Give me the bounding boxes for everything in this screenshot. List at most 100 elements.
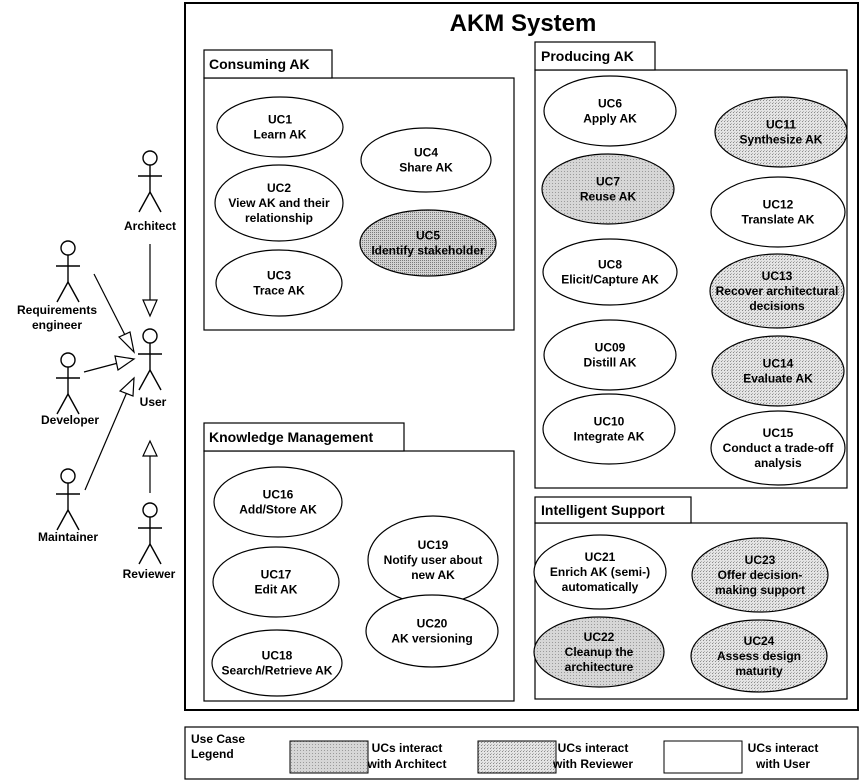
use-case-name: Share AK xyxy=(399,161,453,175)
use-case-ellipse xyxy=(543,319,677,391)
use-case-name: decisions xyxy=(749,299,805,313)
legend-architect-line-2: with Architect xyxy=(367,757,447,771)
package-title: Intelligent Support xyxy=(541,502,665,518)
use-case-ellipse xyxy=(533,534,667,610)
use-case-name: automatically xyxy=(562,580,639,594)
use-case-ellipse xyxy=(690,619,828,693)
actor-label: Maintainer xyxy=(38,530,98,544)
legend-swatch-user xyxy=(663,740,743,774)
use-case-ellipse xyxy=(710,176,846,248)
use-case-name: Search/Retrieve AK xyxy=(222,664,333,678)
actor-label: engineer xyxy=(32,318,82,332)
package-knowledge-management: Knowledge Management xyxy=(203,422,515,702)
use-case-name: Edit AK xyxy=(255,583,298,597)
legend-frame xyxy=(184,726,859,780)
actor-developer: Developer xyxy=(41,352,99,427)
use-case-id: UC12 xyxy=(763,198,794,212)
use-case-name: Apply AK xyxy=(583,112,637,126)
use-case-id: UC3 xyxy=(267,269,291,283)
legend-reviewer-line-1: UCs interact xyxy=(558,741,629,755)
use-case-ellipse xyxy=(211,629,343,697)
use-case-id: UC14 xyxy=(763,357,794,371)
use-case-ellipse xyxy=(543,75,677,147)
use-case-id: UC19 xyxy=(418,538,449,552)
use-case-id: UC09 xyxy=(595,341,626,355)
actor-head xyxy=(142,150,158,166)
actor-head xyxy=(60,468,76,484)
package-tab xyxy=(534,41,656,71)
use-case-id: UC2 xyxy=(267,181,291,195)
use-case-ellipse xyxy=(542,238,678,306)
maintainer-to-user-arrowhead xyxy=(118,376,135,397)
package-frame xyxy=(534,69,848,489)
use-case-name: Assess design xyxy=(717,649,801,663)
use-case-id: UC17 xyxy=(261,568,292,582)
legend-title-line-1: Use Case xyxy=(191,732,245,746)
requirements-to-user-arrowhead xyxy=(117,331,135,354)
use-case-id: UC24 xyxy=(744,634,775,648)
actor-architect: Architect xyxy=(124,150,176,233)
legend-user-line-1: UCs interact xyxy=(748,741,819,755)
maintainer-to-user-line xyxy=(84,391,128,491)
legend-reviewer-line-2: with Reviewer xyxy=(552,757,633,771)
actor-head xyxy=(142,328,158,344)
actor-left-leg xyxy=(138,543,151,565)
system-boundary xyxy=(184,2,859,711)
actor-maintainer: Maintainer xyxy=(38,468,98,544)
use-case-id: UC5 xyxy=(416,229,440,243)
package-title: Knowledge Management xyxy=(209,429,373,445)
use-case-id: UC16 xyxy=(263,488,294,502)
system-title: AKM System xyxy=(450,10,597,37)
use-case-ellipse xyxy=(541,153,675,225)
use-case-ellipse xyxy=(533,616,665,688)
use-case-name: Trace AK xyxy=(253,284,305,298)
legend-user-line-2: with User xyxy=(755,757,810,771)
generalization-arrows xyxy=(83,244,158,493)
use-case-name: Reuse AK xyxy=(580,190,637,204)
use-case-name: maturity xyxy=(735,664,783,678)
use-case-id: UC11 xyxy=(766,118,796,132)
use-case-ellipse xyxy=(691,537,829,613)
actor-left-leg xyxy=(56,509,69,531)
actor-right-leg xyxy=(67,281,80,303)
use-case-id: UC13 xyxy=(762,269,793,283)
actor-right-leg xyxy=(149,369,162,391)
use-case-id: UC10 xyxy=(594,415,625,429)
actor-layer: ArchitectUserRequirementsengineerDevelop… xyxy=(17,150,176,581)
use-case-name: Elicit/Capture AK xyxy=(561,273,659,287)
package-tab xyxy=(203,422,405,452)
legend-title-line-2: Legend xyxy=(191,747,234,761)
actor-label: Architect xyxy=(124,219,176,233)
architect-to-user-arrowhead xyxy=(142,299,158,318)
use-case-ellipse xyxy=(709,253,845,329)
package-title: Producing AK xyxy=(541,48,634,64)
use-case-id: UC21 xyxy=(585,550,616,564)
actor-left-leg xyxy=(138,369,151,391)
actor-left-leg xyxy=(56,281,69,303)
legend-swatch-architect xyxy=(289,740,369,774)
use-case-name: Synthesize AK xyxy=(740,133,823,147)
use-case-ellipse xyxy=(542,393,676,465)
use-case-ellipse xyxy=(213,466,343,538)
actor-right-leg xyxy=(149,191,162,213)
use-case-id: UC4 xyxy=(414,146,438,160)
package-tab xyxy=(203,49,333,79)
use-case-name: making support xyxy=(715,583,805,597)
actor-head xyxy=(142,502,158,518)
use-case-name: Learn AK xyxy=(254,128,307,142)
